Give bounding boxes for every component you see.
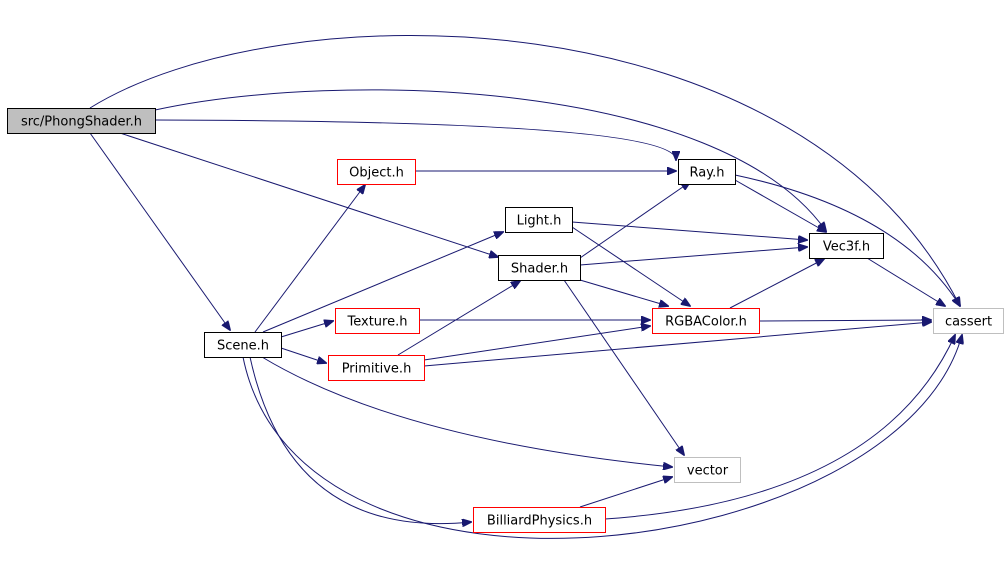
edge-phong-to-cassert bbox=[89, 34, 960, 306]
edge-light-to-rgba bbox=[571, 226, 690, 306]
edge-phong-to-scene bbox=[89, 132, 230, 330]
edge-scene-to-object bbox=[254, 185, 365, 333]
edge-scene-to-billiard bbox=[249, 356, 471, 524]
node-label: Texture.h bbox=[347, 315, 408, 330]
edge-shader-to-vector bbox=[563, 279, 684, 455]
edge-shader-to-vec3f bbox=[579, 247, 807, 266]
node-label: Shader.h bbox=[511, 262, 568, 277]
edge-primitive-to-rgba bbox=[423, 326, 650, 361]
node-label: Primitive.h bbox=[342, 362, 412, 377]
node-box bbox=[328, 355, 425, 381]
edge-ray-to-vec3f bbox=[734, 179, 826, 232]
edge-phong-to-vec3f bbox=[154, 89, 826, 231]
node-scene[interactable]: Scene.h bbox=[204, 332, 282, 358]
edge-scene-to-texture bbox=[280, 321, 333, 338]
node-label: cassert bbox=[945, 315, 992, 330]
node-phong[interactable]: src/PhongShader.h bbox=[7, 108, 156, 134]
edge-primitive-to-cassert bbox=[423, 322, 931, 367]
node-label: Ray.h bbox=[690, 166, 725, 181]
edge-scene-to-primitive bbox=[280, 347, 326, 363]
edge-scene-to-vector bbox=[261, 356, 672, 467]
edge-phong-to-ray bbox=[154, 119, 676, 160]
edge-light-to-vec3f bbox=[571, 221, 807, 240]
edge-billiard-to-cassert bbox=[604, 335, 955, 520]
edge-scene-to-cassert bbox=[242, 335, 962, 539]
node-primitive[interactable]: Primitive.h bbox=[328, 355, 425, 381]
node-label: Vec3f.h bbox=[823, 240, 870, 255]
node-box bbox=[204, 332, 282, 358]
node-box bbox=[933, 308, 1004, 334]
node-box bbox=[335, 308, 420, 334]
edge-vec3f-to-cassert bbox=[866, 257, 945, 306]
node-texture[interactable]: Texture.h bbox=[335, 308, 420, 334]
node-label: Scene.h bbox=[217, 339, 269, 354]
edges-layer bbox=[89, 34, 962, 539]
edge-billiard-to-vector bbox=[579, 477, 672, 508]
node-label: RGBAColor.h bbox=[665, 315, 747, 330]
node-light[interactable]: Light.h bbox=[505, 207, 573, 233]
edge-rgba-to-cassert bbox=[758, 320, 931, 321]
node-shader[interactable]: Shader.h bbox=[498, 255, 581, 281]
node-rgba[interactable]: RGBAColor.h bbox=[652, 308, 760, 334]
edge-shader-to-rgba bbox=[579, 279, 668, 306]
edge-ray-to-cassert bbox=[734, 174, 960, 306]
node-label: Light.h bbox=[517, 214, 562, 229]
node-box bbox=[473, 507, 606, 533]
edge-scene-to-light bbox=[262, 232, 503, 333]
node-label: src/PhongShader.h bbox=[21, 115, 142, 130]
node-vector[interactable]: vector bbox=[674, 457, 741, 483]
node-box bbox=[505, 207, 573, 233]
node-box bbox=[674, 457, 741, 483]
node-ray[interactable]: Ray.h bbox=[678, 159, 736, 185]
node-cassert[interactable]: cassert bbox=[933, 308, 1004, 334]
node-billiard[interactable]: BilliardPhysics.h bbox=[473, 507, 606, 533]
node-box bbox=[498, 255, 581, 281]
node-box bbox=[809, 233, 884, 259]
node-box bbox=[678, 159, 736, 185]
node-object[interactable]: Object.h bbox=[337, 159, 416, 185]
node-label: Object.h bbox=[349, 166, 404, 181]
node-label: vector bbox=[687, 464, 729, 479]
node-vec3f[interactable]: Vec3f.h bbox=[809, 233, 884, 259]
node-label: BilliardPhysics.h bbox=[487, 514, 592, 529]
edge-primitive-to-shader bbox=[397, 281, 520, 356]
edge-shader-to-ray bbox=[579, 182, 690, 259]
edge-rgba-to-vec3f bbox=[729, 259, 824, 309]
node-box bbox=[7, 108, 156, 134]
node-box bbox=[337, 159, 416, 185]
edge-phong-to-shader bbox=[119, 132, 498, 257]
node-box bbox=[652, 308, 760, 334]
